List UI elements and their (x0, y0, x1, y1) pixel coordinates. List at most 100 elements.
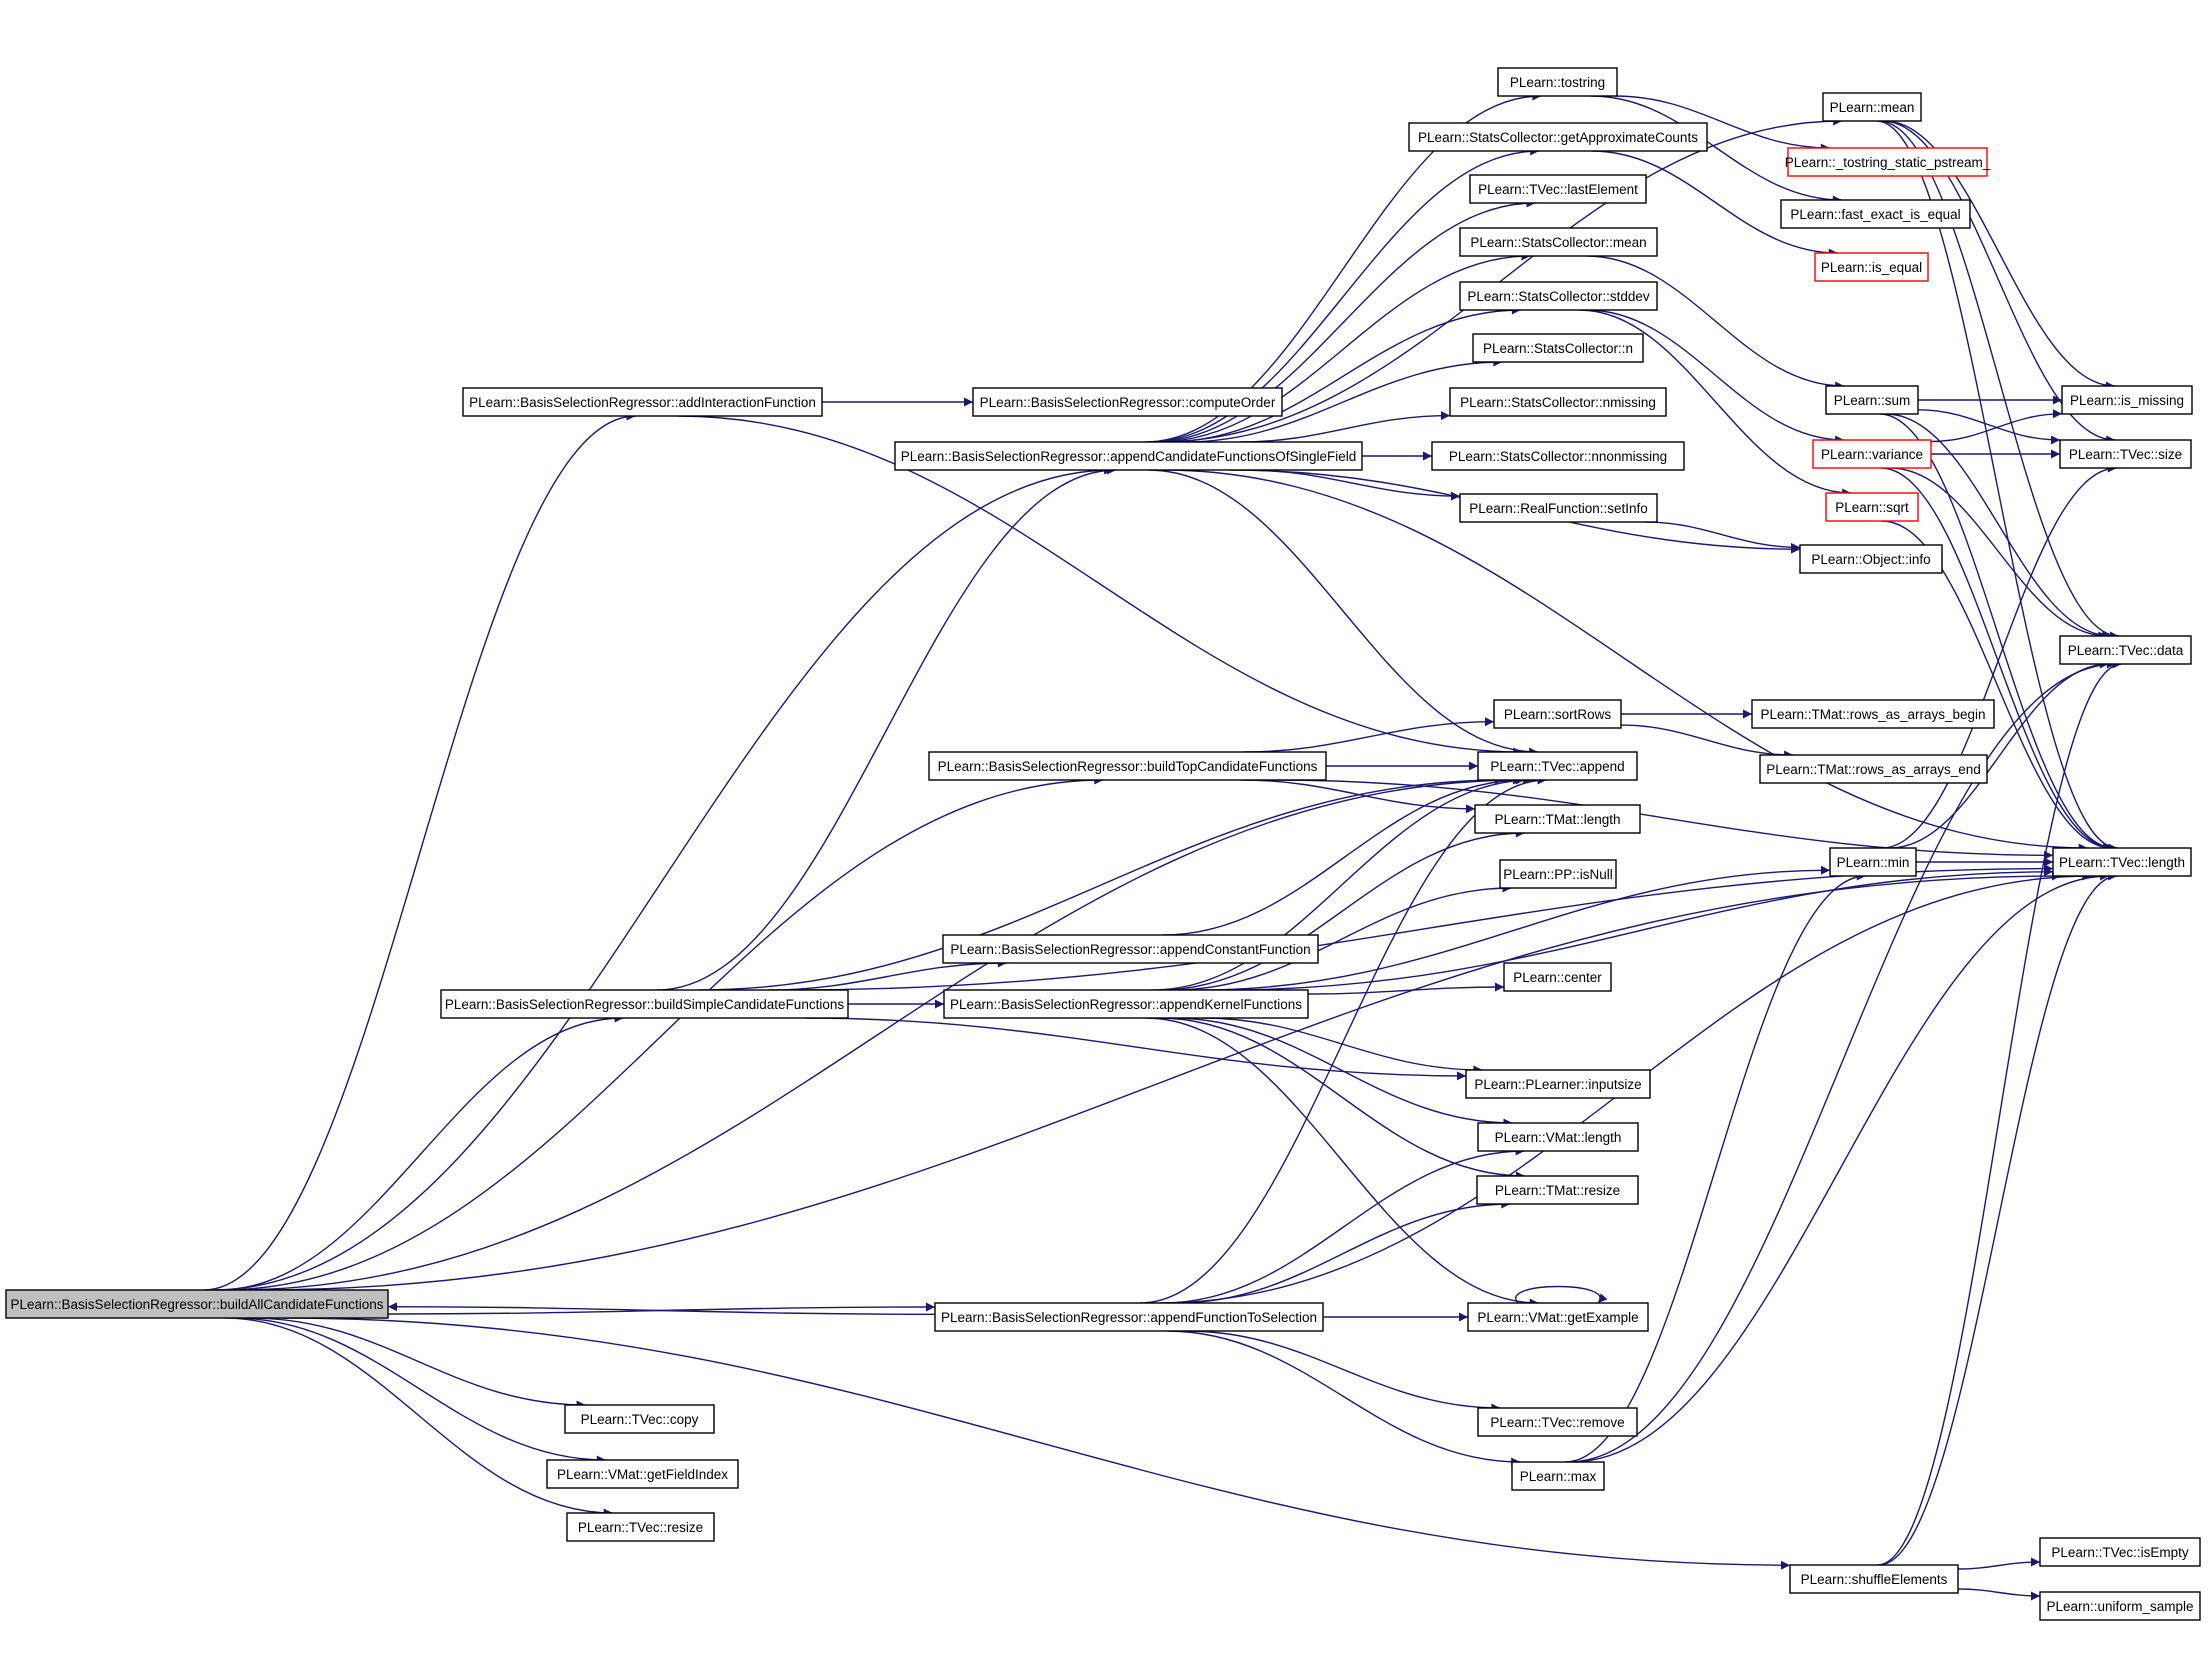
node-isMissing[interactable]: PLearn::is_missing (2061, 385, 2193, 415)
node-box (1799, 544, 1943, 574)
node-label: PLearn::TMat::resize (1495, 1183, 1620, 1198)
node-fastExact[interactable]: PLearn::fast_exact_is_equal (1780, 199, 1971, 229)
node-mean[interactable]: PLearn::mean (1822, 92, 1922, 122)
node-variance[interactable]: PLearn::variance (1812, 439, 1932, 469)
edge-appendSingle-to-tvecAppend (1147, 469, 1539, 757)
node-tvecResize[interactable]: PLearn::TVec::resize (566, 1512, 715, 1542)
node-lastElement[interactable]: PLearn::TVec::lastElement (1469, 174, 1647, 204)
node-objectInfo[interactable]: PLearn::Object::info (1799, 544, 1943, 574)
edge-buildAll-to-tvecCopy (250, 1317, 586, 1410)
node-getFieldIndex[interactable]: PLearn::VMat::getFieldIndex (546, 1459, 739, 1489)
node-isEqual[interactable]: PLearn::is_equal (1814, 252, 1929, 282)
node-tvecLength[interactable]: PLearn::TVec::length (2052, 847, 2192, 877)
node-scNnonmissing[interactable]: PLearn::StatsCollector::nnonmissing (1431, 441, 1685, 471)
node-box (1499, 859, 1617, 889)
node-tvecSize[interactable]: PLearn::TVec::size (2059, 439, 2192, 469)
edge-appendKernel-to-ppIsNull (1172, 883, 1512, 991)
node-box (1477, 1122, 1639, 1152)
node-center[interactable]: PLearn::center (1503, 962, 1612, 992)
node-label: PLearn::BasisSelectionRegressor::appendC… (950, 942, 1310, 957)
node-appendKernel[interactable]: PLearn::BasisSelectionRegressor::appendK… (943, 989, 1309, 1019)
edge-appendKernel-to-tvecAppend (1151, 775, 1533, 991)
edge-buildTop-to-tvecLength (1272, 779, 2054, 860)
node-setInfo[interactable]: PLearn::RealFunction::setInfo (1459, 493, 1658, 523)
node-appendConst[interactable]: PLearn::BasisSelectionRegressor::appendC… (942, 934, 1319, 964)
node-tvecAppend[interactable]: PLearn::TVec::append (1477, 751, 1638, 781)
edge-appendKernel-to-getExample (1145, 1017, 1539, 1308)
node-buildTop[interactable]: PLearn::BasisSelectionRegressor::buildTo… (928, 751, 1327, 781)
node-label: PLearn::BasisSelectionRegressor::appendC… (901, 449, 1357, 464)
node-label: PLearn::TVec::isEmpty (2051, 1545, 2189, 1560)
node-label: PLearn::TMat::rows_as_arrays_end (1766, 762, 1981, 777)
node-getApprox[interactable]: PLearn::StatsCollector::getApproximateCo… (1408, 122, 1708, 152)
edge-appendKernel-to-tmatResize (1158, 1017, 1526, 1181)
node-sortRows[interactable]: PLearn::sortRows (1493, 699, 1622, 729)
node-rowsEnd[interactable]: PLearn::TMat::rows_as_arrays_end (1759, 754, 1988, 784)
node-scMean[interactable]: PLearn::StatsCollector::mean (1459, 227, 1658, 257)
node-sum[interactable]: PLearn::sum (1825, 385, 1919, 415)
node-box (942, 934, 1319, 964)
node-min[interactable]: PLearn::min (1829, 847, 1917, 877)
edge-appendToSel-to-max (1166, 1330, 1521, 1467)
edge-tostring-to-fastExact (1591, 95, 1842, 205)
node-appendToSel[interactable]: PLearn::BasisSelectionRegressor::appendF… (934, 1302, 1324, 1332)
edge-appendToSel-to-buildAll (387, 1302, 936, 1315)
node-scN[interactable]: PLearn::StatsCollector::n (1472, 333, 1644, 363)
node-tostringStatic[interactable]: PLearn::_tostring_static_pstream_ (1785, 147, 1991, 177)
node-ppIsNull[interactable]: PLearn::PP::isNull (1499, 859, 1617, 889)
node-label: PLearn::variance (1821, 447, 1923, 462)
edge-max-to-tvecLength (1570, 871, 2110, 1463)
edge-buildSimple-to-inputsize (804, 1017, 1467, 1081)
node-box (2059, 439, 2192, 469)
node-inputsize[interactable]: PLearn::PLearner::inputsize (1465, 1069, 1651, 1099)
node-box (1477, 1407, 1638, 1437)
node-addInteraction[interactable]: PLearn::BasisSelectionRegressor::addInte… (462, 387, 823, 417)
node-tvecData[interactable]: PLearn::TVec::data (2059, 635, 2192, 665)
node-uniformSample[interactable]: PLearn::uniform_sample (2039, 1591, 2201, 1621)
node-label: PLearn::BasisSelectionRegressor::buildTo… (938, 759, 1318, 774)
edge-mean-to-tvecSize (1882, 120, 2116, 445)
node-tvecCopy[interactable]: PLearn::TVec::copy (564, 1404, 715, 1434)
node-sqrt[interactable]: PLearn::sqrt (1825, 492, 1919, 522)
node-scStddev[interactable]: PLearn::StatsCollector::stddev (1459, 281, 1658, 311)
node-buildSimple[interactable]: PLearn::BasisSelectionRegressor::buildSi… (440, 989, 849, 1019)
node-tvecRemove[interactable]: PLearn::TVec::remove (1477, 1407, 1638, 1437)
node-label: PLearn::StatsCollector::mean (1470, 235, 1646, 250)
node-rowsBegin[interactable]: PLearn::TMat::rows_as_arrays_begin (1751, 699, 1995, 729)
node-max[interactable]: PLearn::max (1511, 1461, 1605, 1491)
node-getExample[interactable]: PLearn::VMat::getExample (1467, 1302, 1649, 1332)
node-tostring[interactable]: PLearn::tostring (1497, 67, 1618, 97)
node-box (1431, 441, 1685, 471)
edge-buildSimple-to-appendConst (768, 958, 1007, 991)
edge-min-to-tvecData (1889, 659, 2109, 849)
node-tmatResize[interactable]: PLearn::TMat::resize (1476, 1175, 1639, 1205)
edge-sortRows-to-rowsEnd (1620, 724, 1794, 760)
edge-appendSingle-to-scN (1184, 357, 1503, 443)
node-buildAll[interactable]: PLearn::BasisSelectionRegressor::buildAl… (5, 1289, 389, 1319)
edge-buildAll-to-appendSingle (212, 465, 1114, 1291)
edge-appendToSel-to-vmatLength (1162, 1146, 1525, 1304)
node-box (1408, 122, 1708, 152)
edge-sum-to-tvecSize (1917, 409, 2061, 445)
node-box (2052, 847, 2192, 877)
node-computeOrder[interactable]: PLearn::BasisSelectionRegressor::compute… (972, 387, 1283, 417)
edge-sum-to-tvecLength (1879, 413, 2115, 853)
node-label: PLearn::BasisSelectionRegressor::appendF… (941, 1310, 1317, 1325)
node-label: PLearn::BasisSelectionRegressor::buildSi… (445, 997, 844, 1012)
node-box (972, 387, 1283, 417)
node-box (566, 1512, 715, 1542)
node-appendSingle[interactable]: PLearn::BasisSelectionRegressor::appendC… (894, 441, 1363, 471)
edge-buildAll-to-addInteraction (203, 411, 636, 1291)
node-tmatLength[interactable]: PLearn::TMat::length (1474, 804, 1641, 834)
node-label: PLearn::TVec::length (2059, 855, 2185, 870)
node-shuffle[interactable]: PLearn::shuffleElements (1789, 1564, 1959, 1594)
node-scNmissing[interactable]: PLearn::StatsCollector::nmissing (1449, 387, 1667, 417)
edge-buildAll-to-getFieldIndex (233, 1317, 606, 1465)
node-box (2039, 1537, 2201, 1567)
node-box (1477, 751, 1638, 781)
node-vmatLength[interactable]: PLearn::VMat::length (1477, 1122, 1639, 1152)
node-tvecIsEmpty[interactable]: PLearn::TVec::isEmpty (2039, 1537, 2201, 1567)
node-box (1497, 67, 1618, 97)
node-box (934, 1302, 1324, 1332)
node-box (462, 387, 823, 417)
